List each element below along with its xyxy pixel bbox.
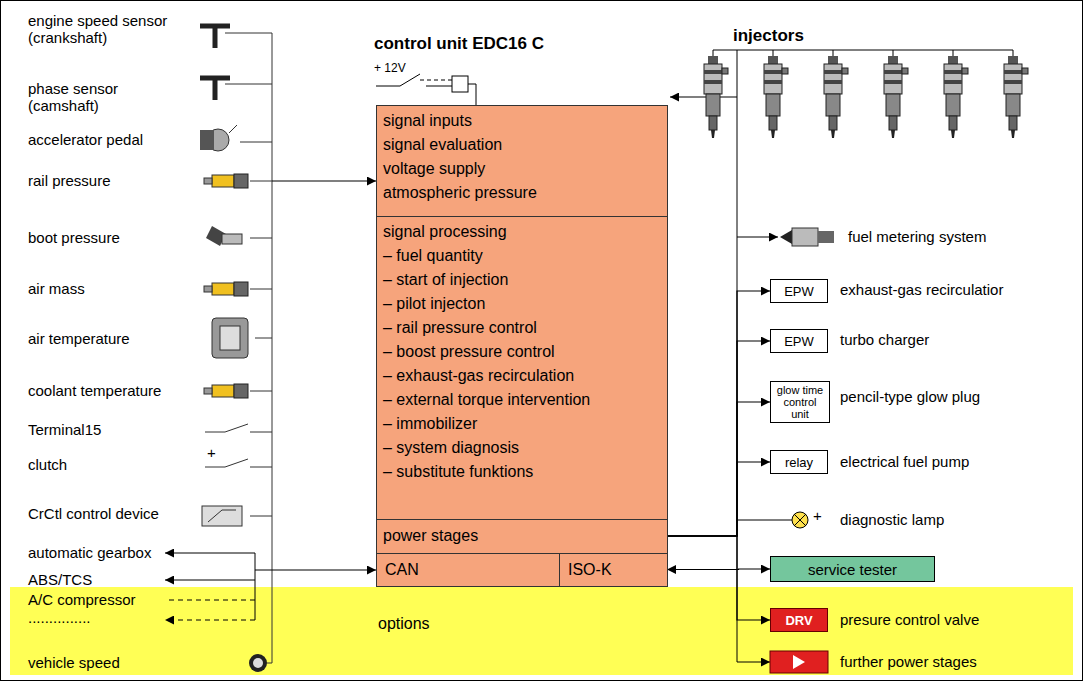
label-holder: ABS/TCS [28, 571, 92, 588]
part-label: air temperature [28, 330, 130, 347]
part-label: vehicle speed [28, 654, 120, 671]
node-text: – boost pressure control [383, 340, 661, 364]
part-label: automatic gearbox [28, 544, 151, 561]
label-holder: clutch [28, 456, 67, 473]
signal-connector [667, 291, 770, 536]
part-label: turbo charger [840, 331, 929, 348]
label-holder: fuel metering system [848, 228, 986, 245]
input-section: signal inputssignal evaluationvoltage su… [377, 106, 667, 216]
pressure-valve-box: DRV [770, 608, 828, 632]
node-text: – system diagnosis [383, 436, 661, 460]
label-holder: coolant temperature [28, 382, 161, 399]
node-text: – immobilizer [383, 412, 661, 436]
label-holder: diagnostic lamp [840, 511, 944, 528]
label-holder: + [207, 444, 216, 461]
label-holder: + 12V [374, 60, 406, 77]
label-holder: turbo charger [840, 331, 929, 348]
signal-connector [667, 341, 770, 536]
part-label: pencil-type glow plug [840, 388, 980, 405]
part-label: accelerator pedal [28, 131, 143, 148]
part-label: A/C compressor [28, 591, 136, 608]
part-label: coolant temperature [28, 382, 161, 399]
node-text: glow time control unit [774, 384, 826, 420]
label-holder: accelerator pedal [28, 131, 143, 148]
group-title: injectors [733, 27, 804, 44]
signal-connector [667, 536, 770, 620]
node-text: atmospheric pressure [383, 181, 661, 205]
label-holder: engine speed sensor (crankshaft) [28, 12, 193, 46]
label-holder: presure control valve [840, 611, 979, 628]
label-holder: CrCtl control device [28, 505, 159, 522]
label-holder: rail pressure [28, 172, 111, 189]
label-holder: + [813, 507, 822, 524]
output-box: EPW [770, 279, 828, 303]
output-box: EPW [770, 329, 828, 353]
node-text: signal processing [383, 220, 661, 244]
part-label: fuel metering system [848, 228, 986, 245]
signal-connector [667, 402, 770, 536]
label-holder: electrical fuel pump [840, 453, 969, 470]
part-label: + 12V [374, 60, 406, 77]
part-label: + [207, 444, 216, 461]
node-text: CAN [385, 558, 551, 582]
part-label: further power stages [840, 653, 977, 670]
node-text: – substitute funktions [383, 460, 661, 484]
node-text: EPW [774, 284, 824, 299]
node-text: relay [774, 455, 824, 470]
label-holder: air temperature [28, 330, 130, 347]
label-holder: air mass [28, 280, 85, 297]
part-label: exhaust-gas recirculatior [840, 281, 1003, 298]
node-text: power stages [383, 524, 661, 548]
part-label: rail pressure [28, 172, 111, 189]
part-label: phase sensor (camshaft) [28, 80, 158, 114]
label-holder: injectors [733, 27, 804, 44]
relay-box: relay [770, 450, 828, 474]
part-label: Terminal15 [28, 421, 101, 438]
node-text: – exhaust-gas recirculation [383, 364, 661, 388]
label-holder: further power stages [840, 653, 977, 670]
part-label: boot pressure [28, 229, 120, 246]
part-label: CrCtl control device [28, 505, 159, 522]
label-holder: ............... [28, 609, 91, 626]
label-holder: exhaust-gas recirculatior [840, 281, 1003, 298]
service-tester-box: service tester [770, 556, 935, 582]
can-section: CAN [377, 553, 559, 586]
control-unit: signal inputssignal evaluationvoltage su… [376, 105, 668, 587]
node-text: EPW [774, 334, 824, 349]
signal-connector [667, 568, 770, 570]
iso-k-section: ISO-K [559, 553, 667, 586]
label-holder: automatic gearbox [28, 544, 151, 561]
signal-connector [667, 462, 770, 536]
part-label: engine speed sensor (crankshaft) [28, 12, 193, 46]
part-label: ............... [28, 609, 91, 626]
label-holder: boot pressure [28, 229, 120, 246]
power-stage-section: power stages [377, 519, 667, 553]
part-label: ABS/TCS [28, 571, 92, 588]
node-text: – start of injection [383, 268, 661, 292]
node-text: – external torque intervention [383, 388, 602, 412]
node-text: DRV [774, 613, 824, 628]
processing-section: signal processing– fuel quantity– start … [377, 216, 667, 519]
part-label: electrical fuel pump [840, 453, 969, 470]
label-holder: A/C compressor [28, 591, 136, 608]
label-holder: vehicle speed [28, 654, 120, 671]
part-label: air mass [28, 280, 85, 297]
node-text: signal inputs [383, 109, 661, 133]
glow-control-box: glow time control unit [770, 381, 830, 423]
node-text: voltage supply [383, 157, 661, 181]
node-text: – pilot injecton [383, 292, 661, 316]
part-label: + [813, 507, 822, 524]
label-holder: phase sensor (camshaft) [28, 80, 158, 114]
node-text: ISO-K [568, 558, 659, 582]
label-holder: Terminal15 [28, 421, 101, 438]
node-text: – fuel quantity [383, 244, 661, 268]
part-label: diagnostic lamp [840, 511, 944, 528]
label-holder: pencil-type glow plug [840, 388, 980, 405]
part-label: presure control valve [840, 611, 979, 628]
part-label: clutch [28, 456, 67, 473]
node-text: signal evaluation [383, 133, 661, 157]
band-label: options [378, 615, 430, 633]
node-text: service tester [808, 561, 897, 578]
node-text: – rail pressure control [383, 316, 661, 340]
